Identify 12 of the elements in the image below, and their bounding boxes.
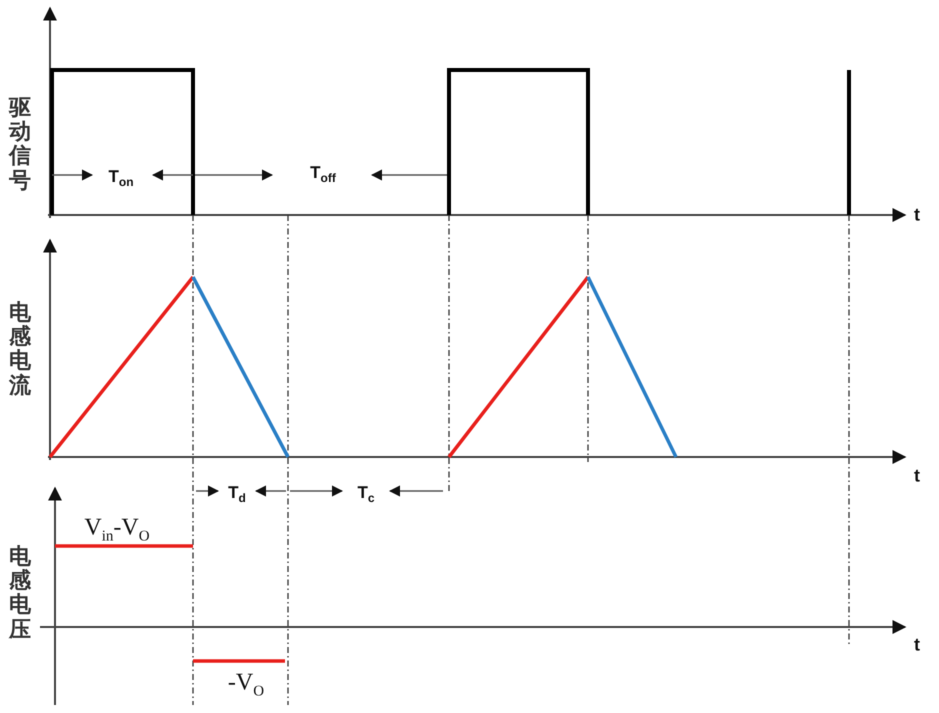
voltage-label: V$_{in}$-V$_{O}$ xyxy=(84,514,150,546)
time-label: T$_{d}$ xyxy=(228,482,246,506)
axis-label: t xyxy=(914,634,920,656)
axis-label: 电感电流 xyxy=(9,302,31,398)
axis-label: 驱动信号 xyxy=(9,96,31,194)
time-label: T$_{c}$ xyxy=(357,482,375,506)
axis-label: 电感电压 xyxy=(9,546,31,642)
time-label: T$_{off}$ xyxy=(310,162,336,186)
axis-label: t xyxy=(914,204,920,226)
time-label: T$_{on}$ xyxy=(108,166,134,190)
axis-label: t xyxy=(914,466,920,486)
voltage-label: -V$_{O}$ xyxy=(228,670,264,700)
